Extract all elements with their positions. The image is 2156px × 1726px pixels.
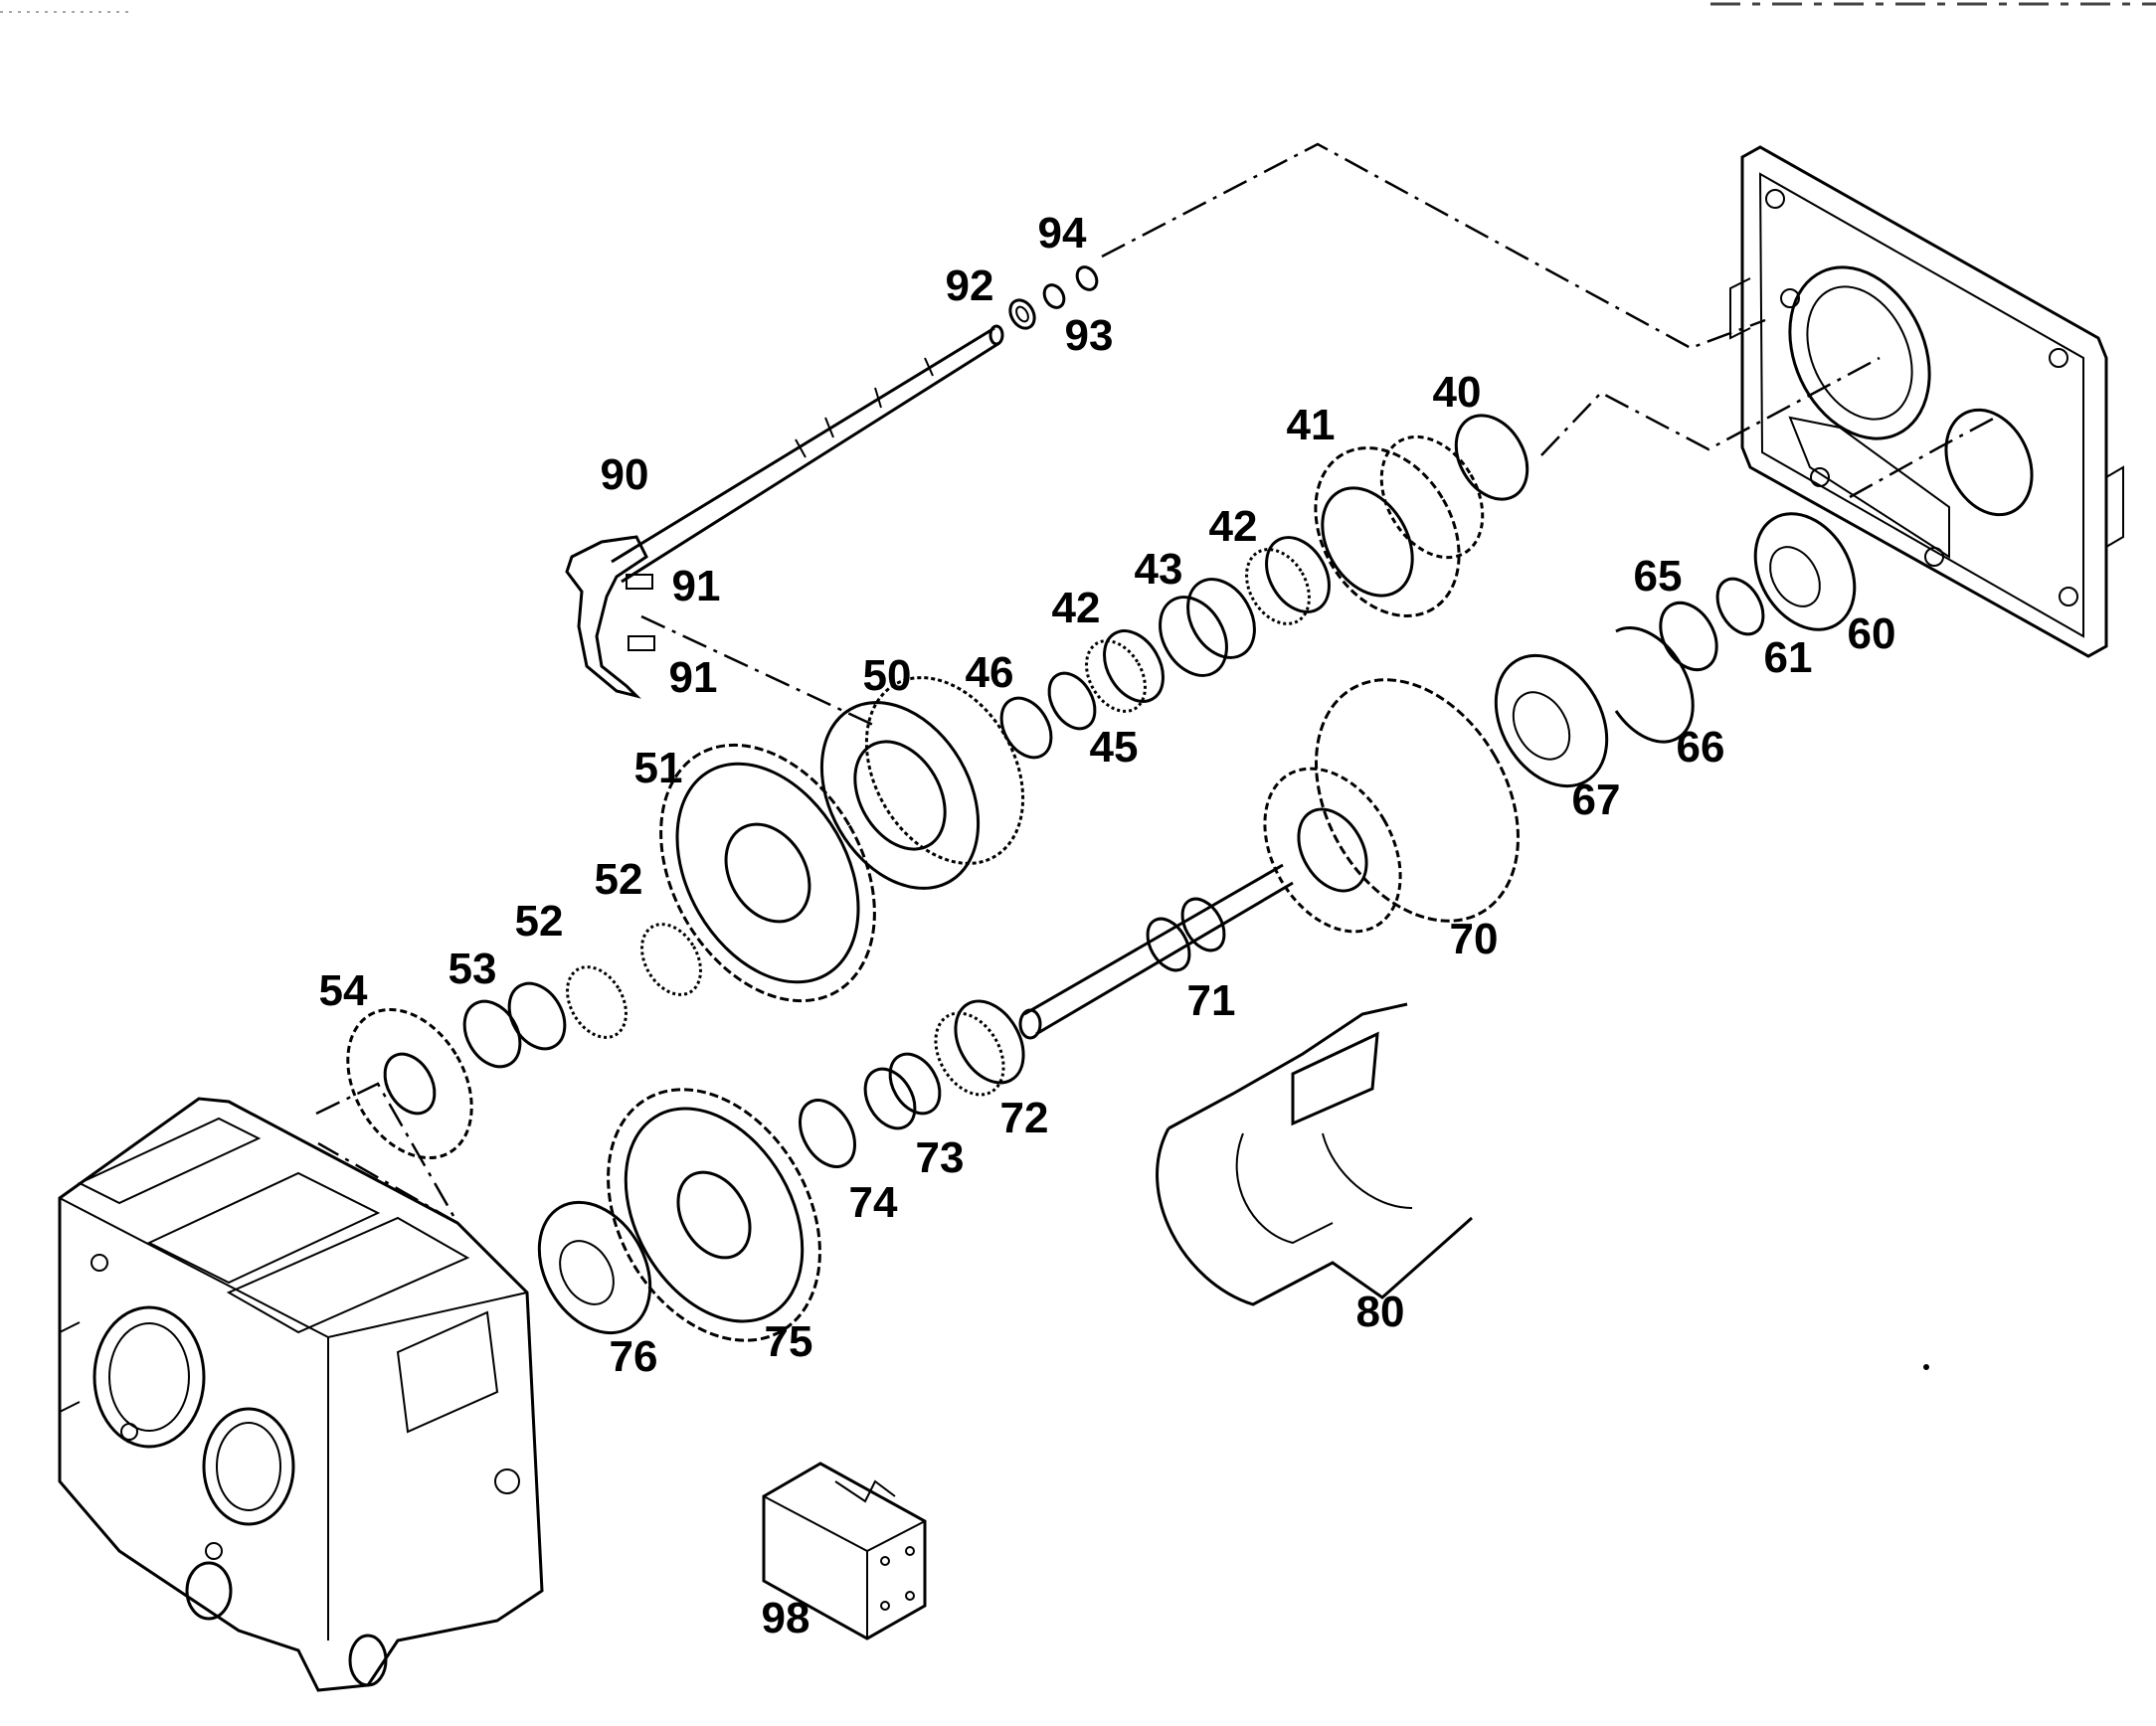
label-52-lower: 52 [514, 897, 564, 946]
ball-bearing-76 [537, 1200, 652, 1335]
label-41: 41 [1286, 401, 1336, 449]
label-94: 94 [1037, 209, 1087, 258]
snap-ring-40 [1454, 414, 1529, 501]
washer-45 [1047, 671, 1097, 731]
gearbox-housing [58, 1097, 544, 1692]
needle-bearing-72 [934, 999, 1025, 1097]
label-61: 61 [1763, 633, 1813, 682]
label-90: 90 [600, 450, 649, 499]
needle-bearing-42-lower [1085, 629, 1165, 713]
gear-54 [346, 1007, 473, 1160]
stray-mark [1923, 1364, 1929, 1370]
label-65: 65 [1633, 552, 1683, 601]
splined-shaft-71 [1018, 863, 1294, 1040]
label-46: 46 [965, 648, 1014, 697]
label-72: 72 [999, 1094, 1049, 1142]
label-43: 43 [1134, 545, 1183, 594]
ring-65 [1659, 601, 1718, 672]
ball-bearing-67 [1494, 653, 1609, 788]
label-93: 93 [1064, 311, 1114, 360]
bushing-73 [863, 1052, 942, 1130]
label-53: 53 [448, 945, 497, 993]
washer-74 [799, 1099, 856, 1168]
label-70: 70 [1449, 915, 1499, 963]
label-92: 92 [945, 261, 994, 310]
needle-bearing-42-upper [1245, 536, 1331, 625]
clutch-sleeve-50 [819, 676, 1025, 890]
label-74: 74 [848, 1178, 898, 1227]
label-75: 75 [764, 1317, 813, 1366]
label-60: 60 [1847, 609, 1896, 658]
block-98 [762, 1462, 927, 1640]
needle-bearings-52 [566, 923, 702, 1039]
washer-61 [1715, 577, 1765, 636]
gear-41 [1314, 434, 1485, 617]
bushing-43 [1159, 578, 1256, 677]
label-45: 45 [1089, 723, 1139, 772]
gear-51 [659, 743, 876, 1003]
label-91-lower: 91 [668, 653, 718, 702]
circlip-66 [1614, 626, 1695, 744]
label-51: 51 [633, 744, 683, 792]
label-91-upper: 91 [671, 562, 721, 610]
label-67: 67 [1571, 776, 1621, 824]
label-52-upper: 52 [594, 855, 643, 904]
label-50: 50 [862, 651, 912, 700]
shift-rod-90 [565, 324, 1004, 699]
label-54: 54 [318, 966, 368, 1015]
label-98: 98 [761, 1594, 810, 1642]
label-73: 73 [915, 1133, 965, 1182]
label-66: 66 [1676, 723, 1725, 772]
ball-bearing-60 [1753, 512, 1857, 631]
assembly-axis-lines [315, 142, 2000, 1227]
label-42-lower: 42 [1051, 584, 1101, 632]
oil-deflector-80 [1156, 1002, 1473, 1306]
bushing-53 [462, 981, 567, 1069]
label-42-upper: 42 [1208, 502, 1258, 551]
label-76: 76 [609, 1332, 658, 1381]
label-71: 71 [1186, 976, 1236, 1025]
seals-92-93-94 [1008, 265, 1099, 330]
label-80: 80 [1355, 1288, 1405, 1336]
double-gear-70 [1263, 678, 1520, 934]
rear-cover-plate [1729, 145, 2124, 658]
gear-75 [607, 1088, 821, 1342]
label-40: 40 [1432, 368, 1482, 417]
